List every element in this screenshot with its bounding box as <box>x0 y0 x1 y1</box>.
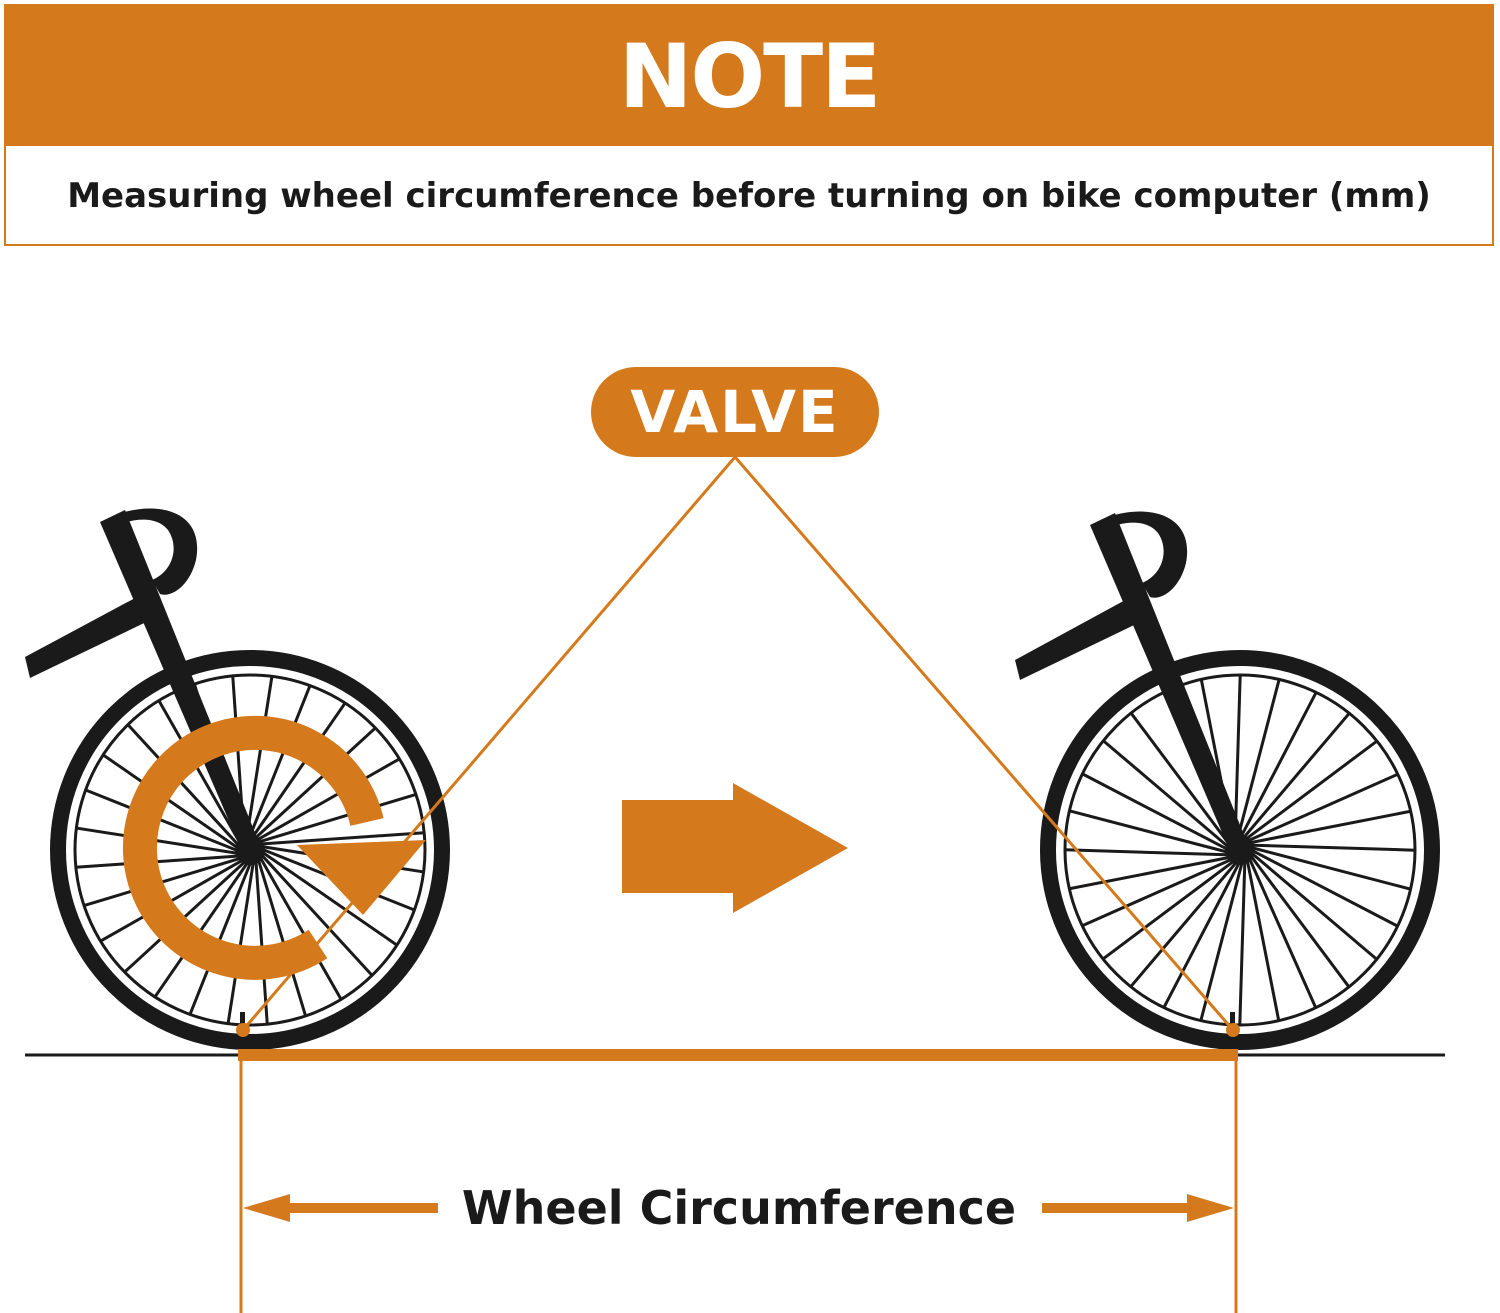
spoke <box>1248 859 1318 1009</box>
spoke <box>1233 674 1242 837</box>
spoke <box>261 855 374 977</box>
left-tire <box>50 650 450 1050</box>
spoke <box>1102 860 1234 961</box>
bicycle-front-left <box>25 508 450 1050</box>
spoke <box>1199 863 1244 1021</box>
spoke <box>1129 862 1237 988</box>
left-hub <box>235 835 265 865</box>
spoke <box>226 863 255 1024</box>
left-spokes <box>75 675 425 1025</box>
spoke <box>1069 809 1227 854</box>
circumference-label: Wheel Circumference <box>438 1170 1040 1246</box>
spoke <box>1064 848 1227 857</box>
spoke <box>126 723 239 845</box>
right-handlebar <box>1108 511 1188 598</box>
spoke <box>251 702 347 838</box>
spoke <box>255 726 377 839</box>
left-rim <box>73 673 427 1027</box>
spoke <box>1129 712 1230 844</box>
spoke <box>254 862 269 1025</box>
spoke <box>157 699 241 843</box>
dimension-arrow-left <box>243 1194 438 1222</box>
right-valve <box>1230 1012 1235 1028</box>
valve-leader-left <box>241 456 737 1031</box>
spoke <box>1243 712 1351 838</box>
right-top-tube <box>1015 592 1155 680</box>
spoke <box>1236 679 1281 837</box>
spoke <box>262 831 425 846</box>
note-title: NOTE <box>6 6 1492 146</box>
spoke <box>1069 856 1229 891</box>
spoke <box>188 863 252 1015</box>
spoke <box>1253 846 1411 891</box>
spoke <box>1252 853 1378 961</box>
spoke <box>1253 850 1399 928</box>
spoke <box>102 753 238 849</box>
spoke <box>1081 858 1231 928</box>
valve-label: VALVE <box>591 367 879 457</box>
direction-arrow-icon <box>622 783 848 913</box>
spoke <box>257 757 401 841</box>
spoke <box>1246 861 1281 1021</box>
valve-leader-right <box>733 456 1235 1031</box>
spoke <box>1249 772 1399 842</box>
spoke <box>262 851 398 947</box>
spoke <box>1238 863 1247 1026</box>
spoke <box>245 676 274 837</box>
right-tire <box>1040 650 1440 1050</box>
left-valve <box>240 1012 245 1028</box>
spoke <box>231 675 246 838</box>
circumference-bar <box>238 1049 1238 1061</box>
spoke <box>1251 809 1411 844</box>
spoke <box>1253 843 1416 852</box>
spoke <box>260 792 417 843</box>
left-top-tube <box>25 590 165 678</box>
left-handlebar <box>118 508 198 595</box>
dimension-arrow-right <box>1042 1194 1234 1222</box>
right-hub <box>1225 835 1255 865</box>
spoke <box>248 685 312 837</box>
note-subtitle: Measuring wheel circumference before tur… <box>67 176 1431 216</box>
spoke <box>1240 691 1318 837</box>
spoke <box>192 683 243 840</box>
right-spokes <box>1064 674 1416 1026</box>
spoke <box>1162 691 1232 841</box>
spoke <box>1102 739 1228 847</box>
note-box: NOTE Measuring wheel circumference befor… <box>4 4 1494 246</box>
spoke <box>1199 679 1234 839</box>
spoke <box>1162 863 1240 1009</box>
rotation-arrow-icon <box>122 715 426 980</box>
spoke <box>259 857 343 1001</box>
spoke <box>257 860 308 1017</box>
bicycle-front-right <box>1015 511 1440 1050</box>
spoke <box>1250 856 1351 988</box>
spoke <box>1081 772 1227 850</box>
spoke <box>1246 739 1378 840</box>
